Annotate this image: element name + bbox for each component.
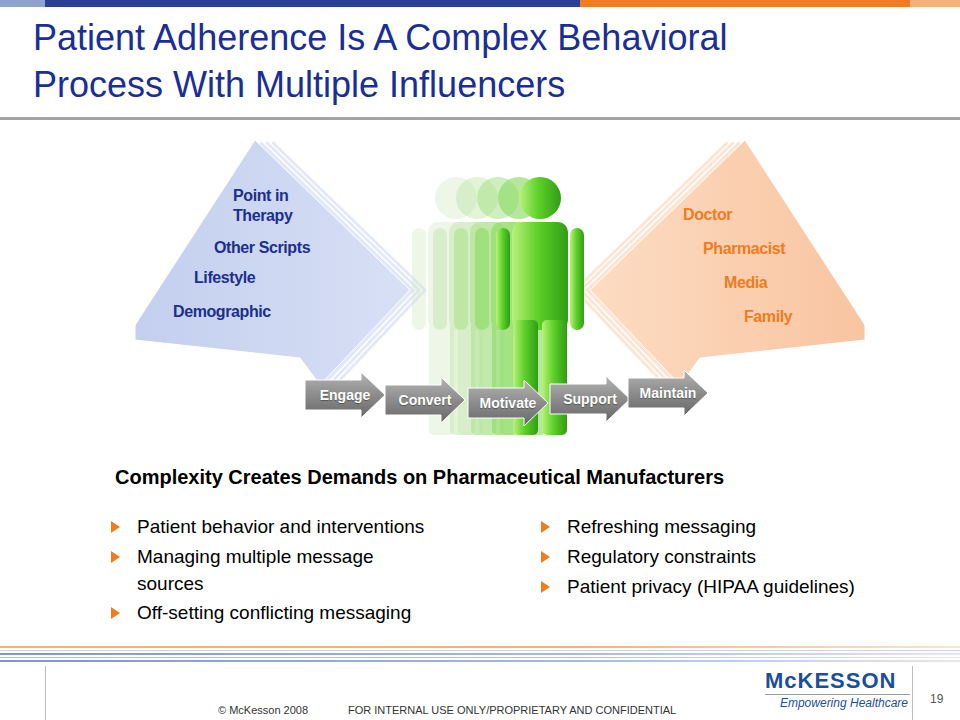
top-bar — [0, 0, 45, 7]
arrow-body — [590, 140, 865, 385]
factor-label: Point in Therapy — [233, 186, 303, 226]
stage-arrow: Convert — [385, 377, 465, 423]
arrow-shape — [135, 140, 410, 390]
company-logo: McKESSON — [765, 668, 896, 694]
footer-stripe — [0, 657, 960, 658]
page-number: 19 — [930, 692, 943, 707]
logo-rule — [765, 694, 910, 695]
footer-stripe — [0, 660, 960, 662]
bullet-marker — [541, 581, 550, 593]
footer-stripe — [0, 646, 960, 648]
top-bar — [580, 0, 910, 7]
stage-label: Motivate — [468, 394, 548, 412]
stage-label: Support — [550, 390, 630, 408]
influencer-arrow: DoctorPharmacistMediaFamily — [595, 140, 865, 390]
arrow-body — [628, 370, 708, 416]
slide-title: Patient Adherence Is A Complex Behaviora… — [33, 14, 793, 108]
arrow-body — [305, 372, 385, 418]
factor-label: Family — [744, 307, 792, 327]
bullet-item: Off-setting conflicting messaging — [137, 599, 457, 626]
section-heading: Complexity Creates Demands on Pharmaceut… — [115, 464, 724, 490]
bullet-item: Patient behavior and interventions — [137, 513, 437, 540]
arrow-body — [385, 377, 465, 423]
stage-arrow: Motivate — [468, 380, 548, 426]
stage-arrow: Maintain — [628, 370, 708, 416]
stage-arrow: Support — [550, 376, 630, 422]
copyright: © McKesson 2008 — [218, 703, 308, 717]
top-bar — [45, 0, 580, 7]
bullet-marker — [111, 607, 120, 619]
factor-label: Media — [724, 273, 767, 293]
bullet-marker — [111, 521, 120, 533]
footer-divider — [45, 666, 46, 720]
arrow-shape — [595, 140, 865, 390]
stage-label: Maintain — [628, 384, 708, 402]
bullet-marker — [111, 551, 120, 563]
stage-label: Engage — [305, 386, 385, 404]
factor-arrow: Point in TherapyOther ScriptsLifestyleDe… — [135, 140, 410, 390]
factor-label: Pharmacist — [703, 239, 785, 259]
company-tagline: Empowering Healthcare — [700, 696, 908, 711]
footer-stripe — [0, 653, 960, 655]
title-rule — [0, 117, 960, 120]
bullet-marker — [541, 521, 550, 533]
factor-label: Doctor — [683, 205, 732, 225]
factor-label: Lifestyle — [194, 268, 255, 288]
arrow-body — [550, 376, 630, 422]
factor-label: Other Scripts — [214, 238, 310, 258]
footer-stripe — [0, 650, 960, 651]
bullet-item: Managing multiple message sources — [137, 543, 427, 597]
arrow-body — [135, 140, 410, 385]
confidentiality-note: FOR INTERNAL USE ONLY/PROPRIETARY AND CO… — [348, 703, 676, 717]
bullet-marker — [541, 551, 550, 563]
bullet-item: Regulatory constraints — [567, 543, 907, 570]
bullet-item: Patient privacy (HIPAA guidelines) — [567, 573, 927, 600]
factor-label: Demographic — [173, 302, 271, 322]
arrow-body — [468, 380, 548, 426]
top-bar — [910, 0, 960, 7]
footer-divider — [912, 666, 913, 720]
stage-label: Convert — [385, 391, 465, 409]
stage-arrow: Engage — [305, 372, 385, 418]
bullet-item: Refreshing messaging — [567, 513, 907, 540]
